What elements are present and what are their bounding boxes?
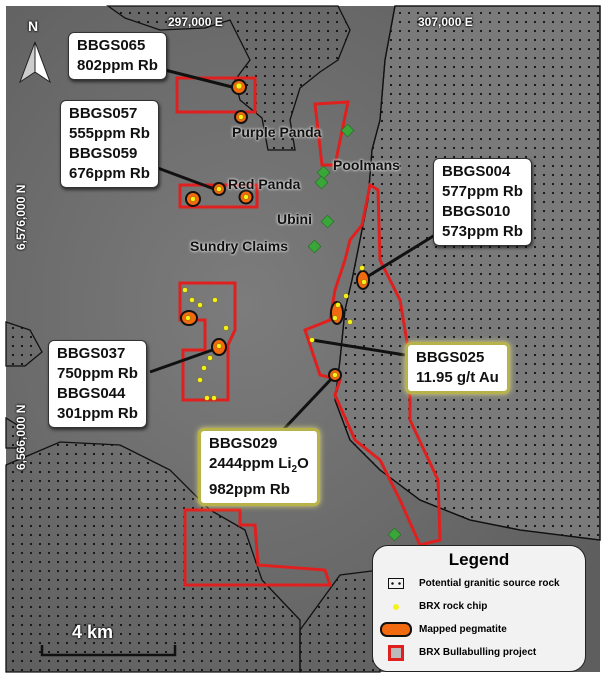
easting-label: 297,000 E — [168, 15, 223, 29]
rock-chip-samples — [182, 82, 367, 401]
dotted-area-icon — [388, 578, 404, 589]
site-label: Red Panda — [228, 176, 301, 192]
granitic-source-rock-areas — [5, 5, 601, 673]
scale-label: 4 km — [72, 622, 114, 642]
site-label: Ubini — [277, 211, 312, 227]
rock-chip-icon — [393, 603, 399, 610]
legend-item: BRX rock chip — [373, 595, 585, 618]
bullabulling-project-boundaries — [175, 76, 442, 587]
sample-callout: BBGS029 2444ppm Li2O 982ppm Rb — [198, 428, 320, 506]
site-label: Poolmans — [333, 157, 400, 173]
legend-item: Mapped pegmatite — [373, 618, 585, 641]
north-arrow-icon — [18, 41, 52, 84]
legend-item: Potential granitic source rock — [373, 572, 585, 595]
legend: Legend Potential granitic source rock BR… — [372, 545, 586, 672]
pegmatite-icon — [380, 622, 412, 637]
project-boundary-icon — [388, 644, 404, 661]
legend-item: BRX Bullabulling project — [373, 641, 585, 664]
site-markers — [307, 123, 402, 542]
north-label: N — [28, 18, 39, 34]
leader-lines — [149, 68, 436, 432]
site-label: Purple Panda — [232, 124, 322, 140]
legend-title: Legend — [448, 550, 510, 569]
northing-label: 6,576,000 N — [14, 184, 28, 250]
northing-label: 6,566,000 N — [14, 404, 28, 470]
site-label: Sundry Claims — [190, 238, 289, 254]
easting-label: 307,000 E — [418, 15, 473, 29]
scale-bar — [40, 645, 177, 657]
